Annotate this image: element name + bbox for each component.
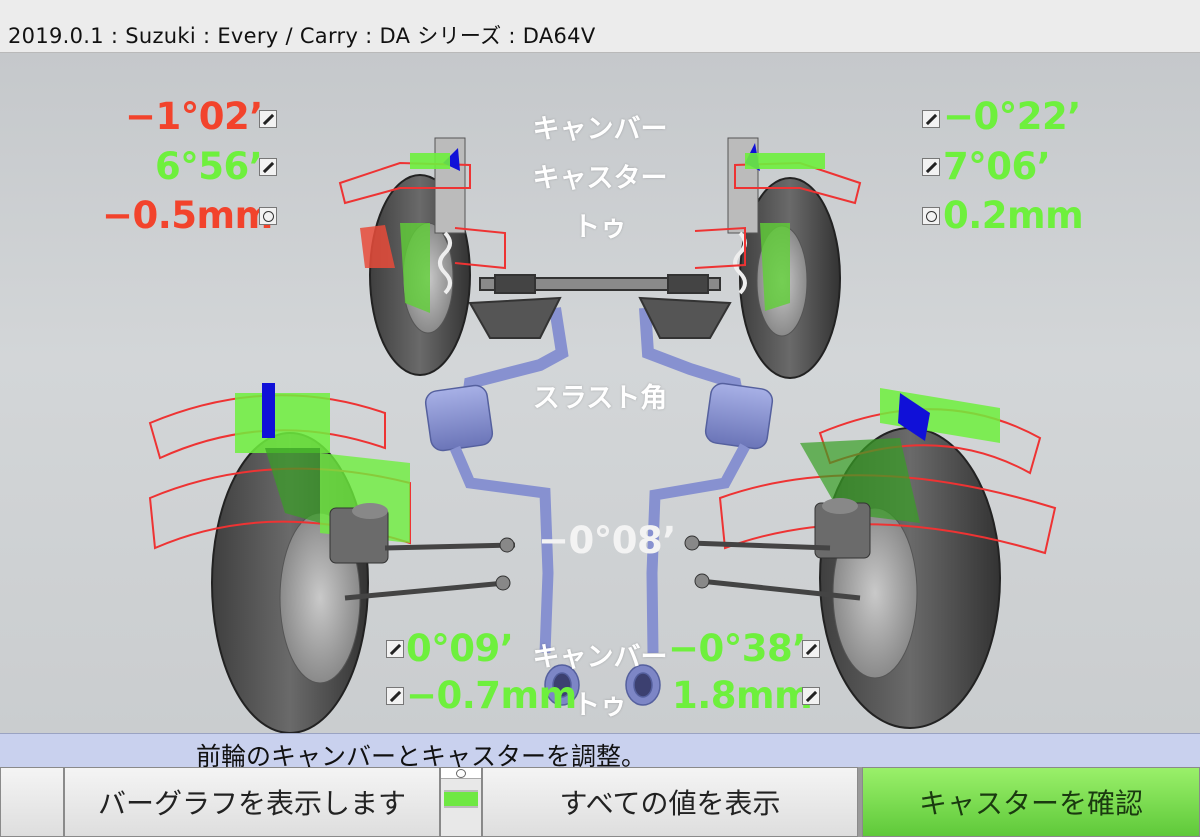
window-title-bar: 2019.0.1 : Suzuki : Every / Carry : DA シ… xyxy=(0,0,1200,53)
exhaust-system xyxy=(424,307,774,706)
level-bar xyxy=(444,790,478,808)
rear-toe-label: トゥ xyxy=(573,690,627,721)
front-toe-label: トゥ xyxy=(573,212,627,243)
steering-wheel-icon xyxy=(922,207,940,225)
front-right-wheel xyxy=(694,137,862,379)
rear-right-toe-value: 1.8mm xyxy=(672,674,813,717)
front-left-caster-value: 6°56’ xyxy=(155,145,263,188)
front-right-camber-value: −0°22’ xyxy=(943,95,1081,138)
show-all-values-button[interactable]: すべての値を表示 xyxy=(482,767,858,837)
mini-bargraph-indicator xyxy=(440,767,482,837)
front-axle xyxy=(468,274,732,339)
front-caster-label: キャスター xyxy=(532,163,668,194)
alignment-3d-view: キャンバー キャスター トゥ −1°02’ 6°56’ −0.5mm −0°22… xyxy=(0,53,1200,733)
wrench-icon xyxy=(802,687,820,705)
rear-camber-label: キャンバー xyxy=(532,642,668,673)
wrench-icon xyxy=(922,158,940,176)
suspension-diagram xyxy=(148,137,1057,733)
status-message: 前輪のキャンバーとキャスターを調整。 xyxy=(196,742,647,771)
rear-right-camber-value: −0°38’ xyxy=(668,627,806,670)
rear-left-toe-value: −0.7mm xyxy=(406,674,577,717)
confirm-caster-button[interactable]: キャスターを確認 xyxy=(862,767,1200,837)
wrench-icon xyxy=(259,110,277,128)
rear-right-wheel xyxy=(684,388,1057,729)
front-left-wheel xyxy=(338,137,506,376)
wrench-icon xyxy=(386,640,404,658)
bargraph-button[interactable]: バーグラフを表示します xyxy=(64,767,440,837)
status-bar: 前輪のキャンバーとキャスターを調整。 xyxy=(0,733,1200,771)
blank-button[interactable] xyxy=(0,767,64,837)
search-icon xyxy=(441,768,481,779)
front-right-toe-value: 0.2mm xyxy=(943,194,1084,237)
front-left-toe-value: −0.5mm xyxy=(102,194,273,237)
rear-left-wheel xyxy=(148,383,516,733)
front-camber-label: キャンバー xyxy=(532,114,668,145)
rear-left-camber-value: 0°09’ xyxy=(406,627,514,670)
steering-wheel-icon xyxy=(259,207,277,225)
wrench-icon xyxy=(386,687,404,705)
wrench-icon xyxy=(259,158,277,176)
front-left-camber-value: −1°02’ xyxy=(125,95,263,138)
front-right-caster-value: 7°06’ xyxy=(943,145,1051,188)
wrench-icon xyxy=(922,110,940,128)
thrust-angle-value: −0°08’ xyxy=(538,519,676,562)
thrust-angle-label: スラスト角 xyxy=(532,383,668,414)
bottom-toolbar: バーグラフを表示します すべての値を表示 キャスターを確認 xyxy=(0,767,1200,837)
window-title: 2019.0.1 : Suzuki : Every / Carry : DA シ… xyxy=(8,24,596,48)
wrench-icon xyxy=(802,640,820,658)
